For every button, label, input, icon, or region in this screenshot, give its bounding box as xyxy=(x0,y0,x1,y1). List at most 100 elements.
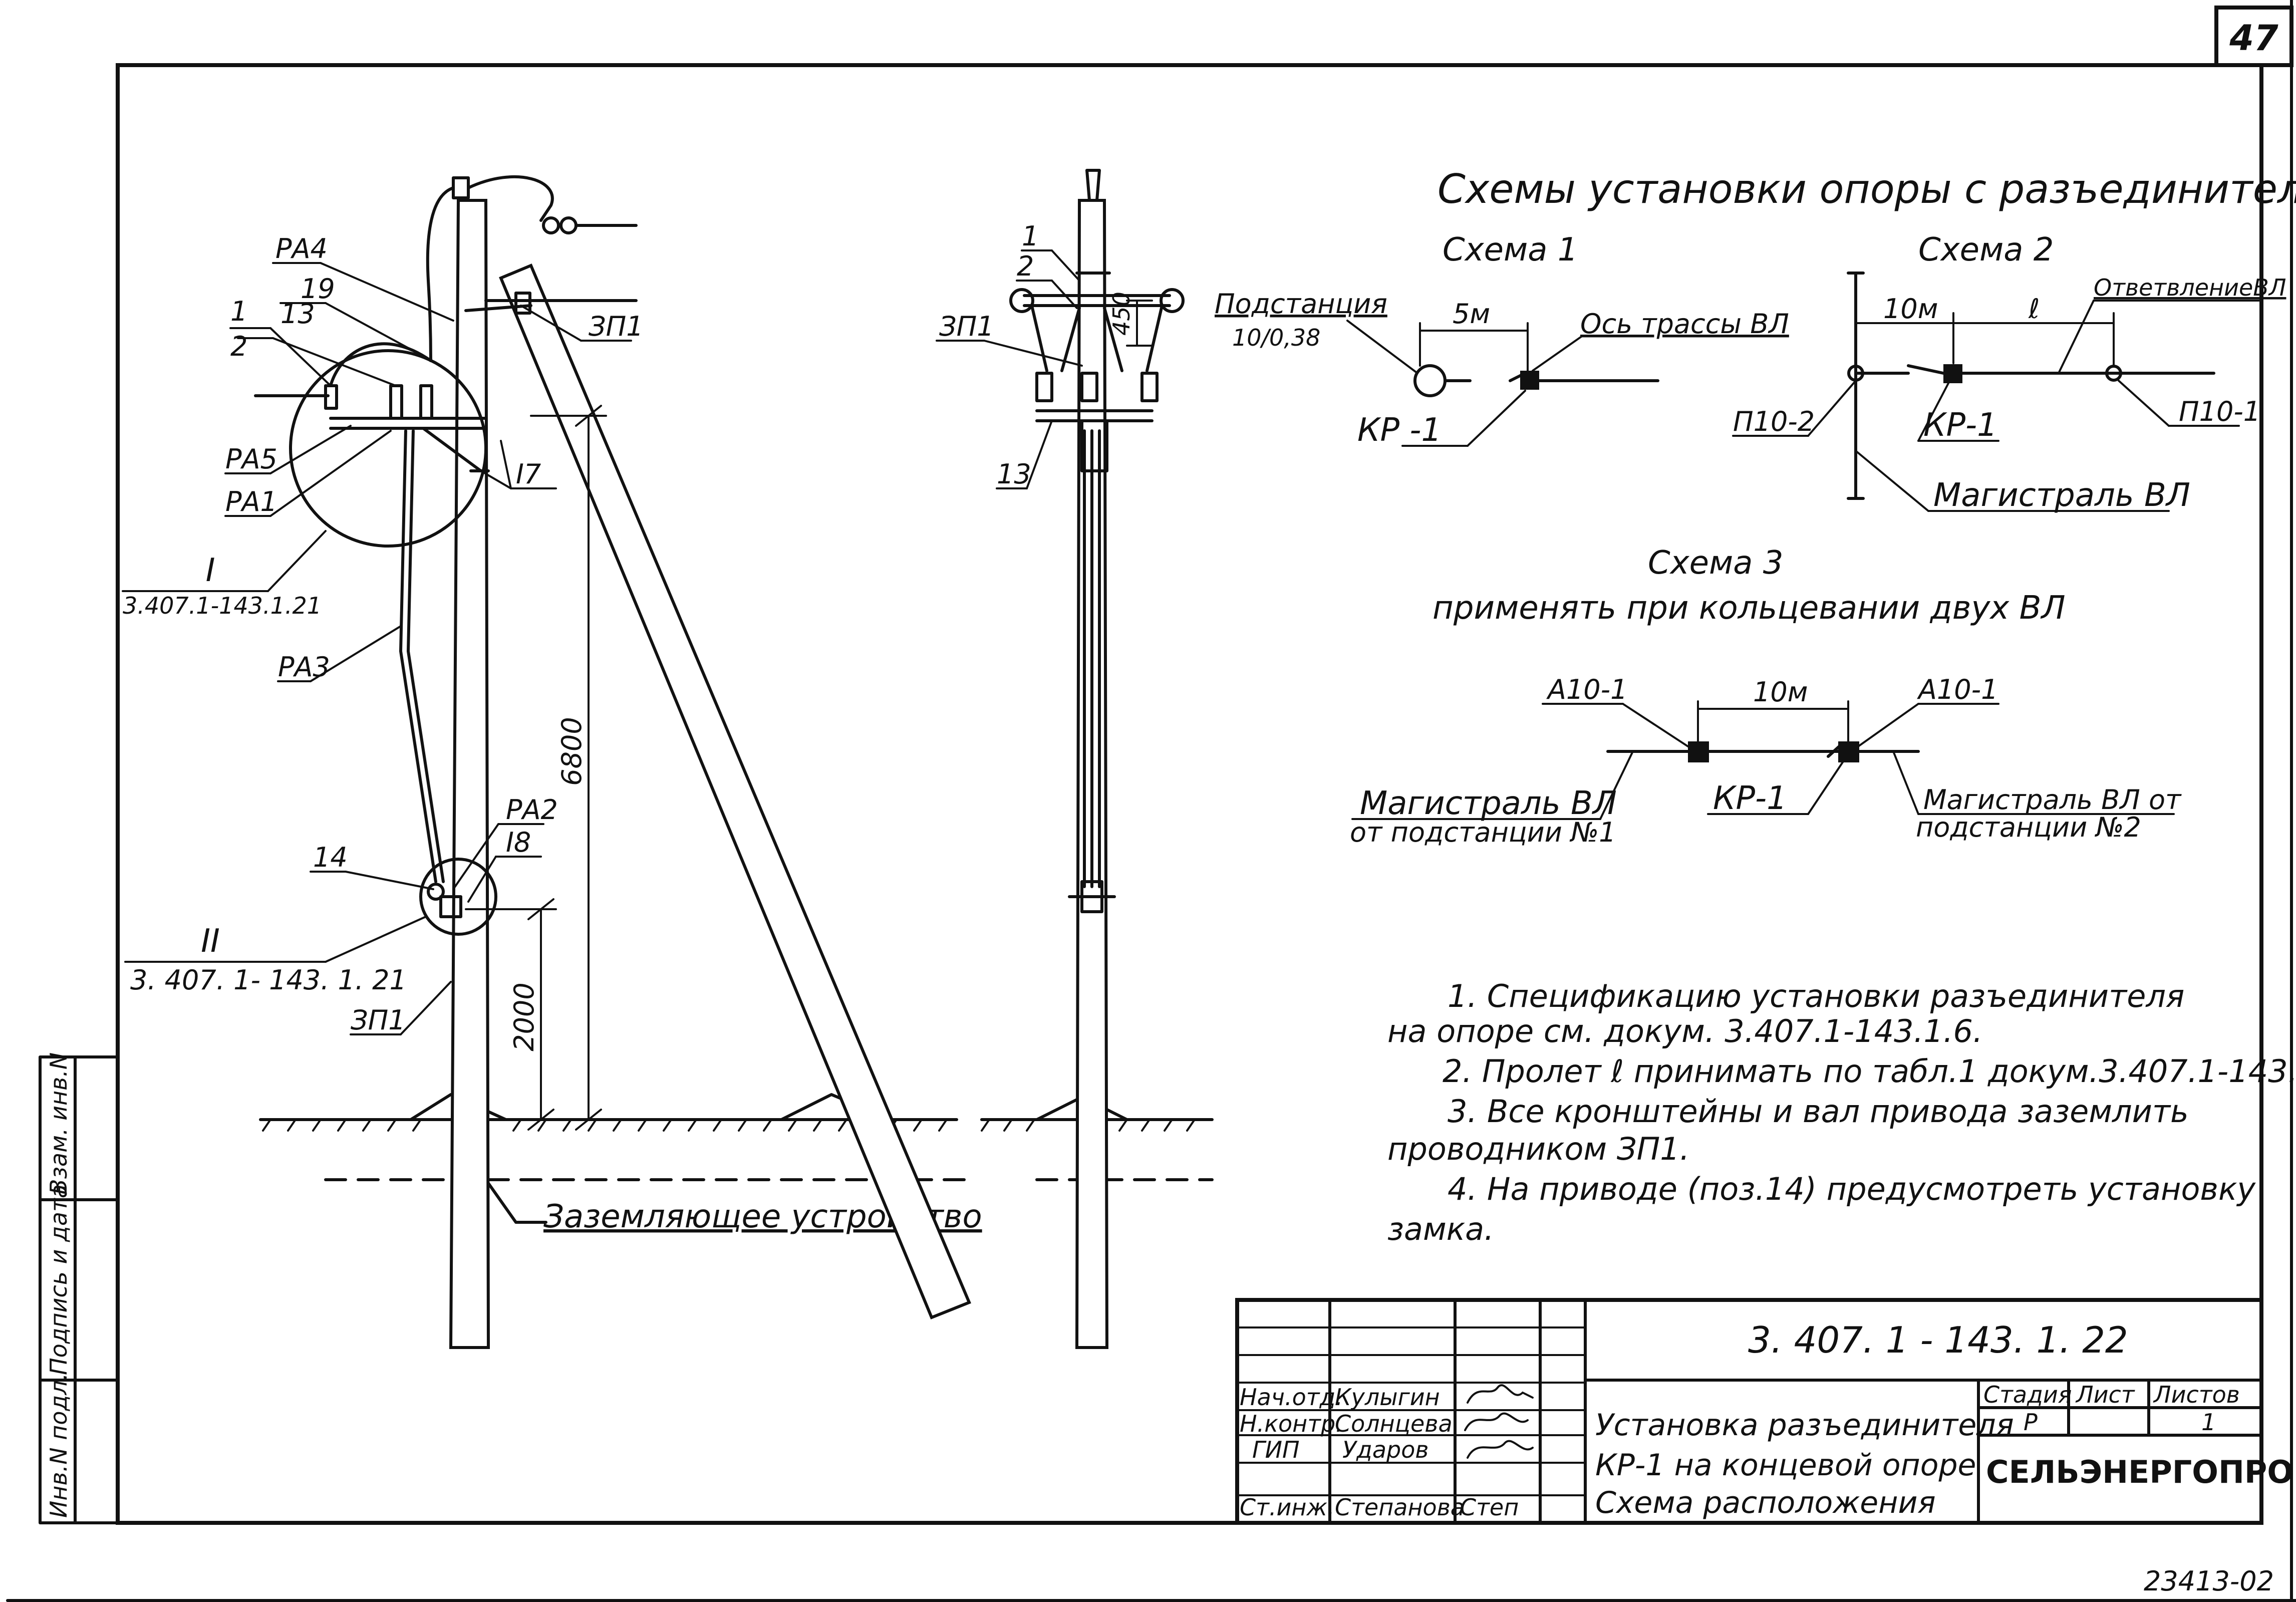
tb-name-person-1: Кулыгин xyxy=(1335,1384,1440,1411)
note-line-2: на опоре см. докум. 3.407.1-143.1.6. xyxy=(1387,1013,1983,1049)
strut-pole xyxy=(499,263,971,1319)
scheme1-kr-label: КР -1 xyxy=(1357,412,1442,449)
side-vzam-inv: Взам. инв.N xyxy=(45,1052,72,1195)
tb-name-person-4: Степанова xyxy=(1335,1494,1465,1521)
page-number: 47 xyxy=(2229,18,2278,59)
label-pa3: РА3 xyxy=(278,651,330,683)
scheme-2: Схема 2 10м ℓ ОтветвлениеВЛ П10-2 КР-1 xyxy=(1732,231,2286,514)
ground-hatch-left xyxy=(262,1119,948,1132)
label-front-zp1: ЗП1 xyxy=(939,311,994,342)
scheme2-dim: 10м xyxy=(1883,293,1938,325)
note-line-5: проводником ЗП1. xyxy=(1387,1131,1689,1167)
scheme2-main: Магистраль ВЛ xyxy=(1933,477,2190,514)
schemes: Схемы установки опоры с разъединителем н… xyxy=(1215,166,2296,848)
tb-name-1: Установка разъединителя xyxy=(1595,1408,2014,1443)
dim-2000: 2000 xyxy=(508,982,540,1051)
scheme1-axis: Ось трассы ВЛ xyxy=(1580,308,1789,340)
scheme3-a10-left: А10-1 xyxy=(1546,674,1628,705)
main-pole xyxy=(449,199,490,1349)
label-i7: I7 xyxy=(516,458,541,490)
label-19: 19 xyxy=(301,273,335,305)
scheme3-kr-right xyxy=(1838,741,1859,762)
tb-name-2: КР-1 на концевой опоре xyxy=(1595,1448,1976,1483)
note-line-1: 1. Спецификацию установки разъединителя xyxy=(1448,978,2184,1014)
side-podpis-data: Подпись и дата xyxy=(45,1184,72,1375)
scheme3-main1-b: от подстанции №1 xyxy=(1350,817,1616,848)
label-ref-I: 3.407.1-143.1.21 xyxy=(123,592,322,619)
label-i8: I8 xyxy=(506,827,531,858)
scheme3-main2-a: Магистраль ВЛ от xyxy=(1923,784,2182,816)
title-block: 3. 407. 1 - 143. 1. 22 Установка разъеди… xyxy=(1235,1298,2296,1525)
label-view-II: II xyxy=(201,923,220,960)
sheet-frame: 47 23413-02 xyxy=(6,0,2296,1602)
scheme3-a10-right: А10-1 xyxy=(1917,674,1998,705)
schemes-title: Схемы установки опоры с разъединителем н… xyxy=(1438,166,2296,212)
scheme3-subtitle: применять при кольцевании двух ВЛ xyxy=(1432,590,2066,627)
tb-sheets-head: Листов xyxy=(2153,1381,2240,1408)
label-pa1: РА1 xyxy=(225,486,277,517)
label-pa5: РА5 xyxy=(225,443,277,475)
label-13: 13 xyxy=(280,298,315,330)
scheme2-kr xyxy=(1943,364,1962,383)
scheme1-dim: 5м xyxy=(1453,298,1490,330)
scheme2-branch: ОтветвлениеВЛ xyxy=(2094,274,2286,301)
signature-3 xyxy=(1467,1440,1534,1459)
tb-code: 3. 407. 1 - 143. 1. 22 xyxy=(1748,1319,2128,1361)
label-ref-II: 3. 407. 1- 143. 1. 21 xyxy=(130,964,407,996)
right-view: 450 1 2 ЗП1 13 xyxy=(936,169,1214,1349)
label-2: 2 xyxy=(230,331,247,362)
note-line-7: замка. xyxy=(1387,1211,1494,1247)
label-view-I: I xyxy=(206,552,215,589)
tb-sheets-val: 1 xyxy=(2201,1409,2216,1436)
scheme3-main2-b: подстанции №2 xyxy=(1916,812,2141,843)
label-1: 1 xyxy=(230,296,247,327)
detail-circle-II xyxy=(419,858,497,936)
scheme3-dim: 10м xyxy=(1753,676,1808,708)
tb-sign-4: Степ xyxy=(1460,1494,1519,1521)
notes: 1. Спецификацию установки разъединителя … xyxy=(1387,978,2296,1247)
scheme3-kr-label: КР-1 xyxy=(1713,780,1787,817)
tb-name-person-3: Ударов xyxy=(1342,1436,1428,1463)
tb-stage-val: Р xyxy=(2024,1409,2038,1436)
scheme2-p10-2: П10-2 xyxy=(1733,406,1815,437)
scheme1-title: Схема 1 xyxy=(1443,231,1578,269)
tb-stage-head: Стадия xyxy=(1983,1381,2072,1408)
note-line-4: 3. Все кронштейны и вал привода заземлит… xyxy=(1448,1093,2189,1130)
tb-role-1: Нач.отд. xyxy=(1240,1384,1343,1411)
label-front-2: 2 xyxy=(1017,250,1034,282)
scheme2-title: Схема 2 xyxy=(1918,231,2054,269)
scheme1-kr xyxy=(1520,371,1539,390)
side-inv-podl: Инв.N подл. xyxy=(45,1373,72,1518)
signature-2 xyxy=(1464,1412,1529,1431)
dim-6800: 6800 xyxy=(556,717,588,785)
scheme1-substation: Подстанция xyxy=(1215,288,1387,320)
tb-name-person-2: Солнцева xyxy=(1335,1410,1453,1437)
scheme-3: Схема 3 применять при кольцевании двух В… xyxy=(1350,545,2182,848)
left-view: Заземляющее устройство xyxy=(122,175,982,1349)
label-zp1-top: ЗП1 xyxy=(589,311,644,342)
label-zp1-bottom: ЗП1 xyxy=(351,1004,406,1036)
dim-450: 450 xyxy=(1108,292,1135,336)
scheme2-p10-1: П10-1 xyxy=(2179,396,2260,427)
label-pa4: РА4 xyxy=(275,233,328,264)
tb-name-3: Схема расположения xyxy=(1595,1485,1936,1520)
scheme1-ratio: 10/0,38 xyxy=(1232,324,1320,351)
tb-role-3: ГИП xyxy=(1252,1436,1300,1463)
scheme3-main1-a: Магистраль ВЛ xyxy=(1360,785,1617,822)
scheme1-substation-symbol xyxy=(1413,364,1447,397)
note-line-3: 2. Пролет ℓ принимать по табл.1 докум.3.… xyxy=(1443,1053,2296,1090)
tb-org: СЕЛЬЭНЕРГОПРОЕКТ xyxy=(1986,1454,2296,1490)
label-front-13: 13 xyxy=(997,458,1031,490)
detail-circle-I xyxy=(289,349,487,548)
scheme3-kr-left xyxy=(1688,741,1709,762)
scheme-1: Схема 1 Подстанция 10/0,38 5м Ось трассы… xyxy=(1215,231,1789,449)
tb-role-4: Ст.инж. xyxy=(1240,1494,1335,1521)
label-14: 14 xyxy=(313,842,348,873)
label-pa2: РА2 xyxy=(506,794,558,826)
scheme3-title: Схема 3 xyxy=(1648,545,1784,582)
note-line-6: 4. На приводе (поз.14) предусмотреть уст… xyxy=(1448,1171,2256,1207)
side-stamp: Инв.N подл. Подпись и дата Взам. инв.N xyxy=(39,1052,119,1524)
archive-number: 23413-02 xyxy=(2144,1565,2274,1597)
tb-sheet-head: Лист xyxy=(2075,1381,2135,1408)
